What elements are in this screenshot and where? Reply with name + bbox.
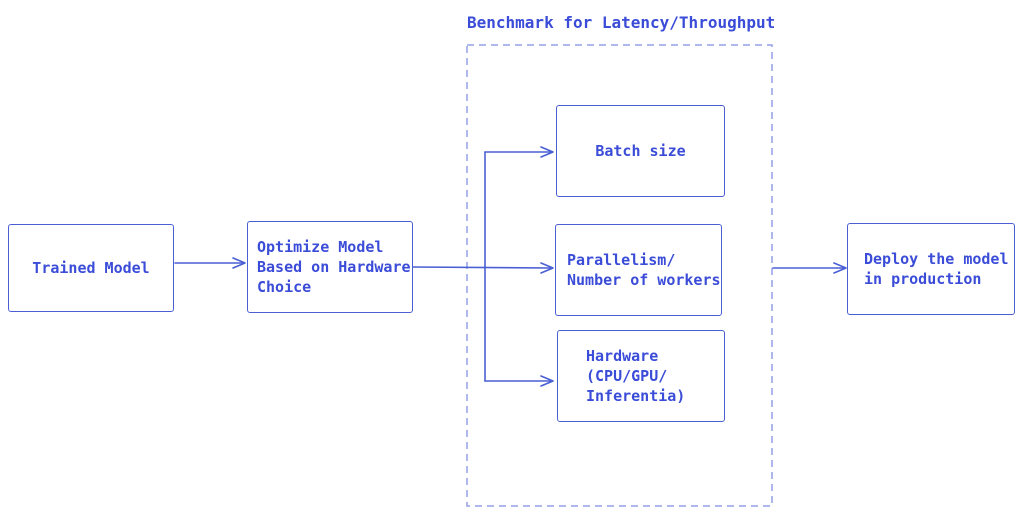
node-optimize-model-label: Optimize Model Based on Hardware Choice: [257, 238, 411, 296]
node-deploy-label: Deploy the model in production: [864, 250, 1009, 288]
arrow-benchmark-to-deploy: [772, 262, 847, 274]
node-parallelism: Parallelism/ Number of workers: [555, 224, 722, 316]
node-batch-size-label: Batch size: [595, 142, 686, 160]
node-parallelism-label: Parallelism/ Number of workers: [567, 251, 721, 289]
node-optimize-model: Optimize Model Based on Hardware Choice: [247, 221, 413, 313]
benchmark-group-border: [466, 44, 773, 507]
node-trained-model: Trained Model: [8, 224, 174, 312]
node-hardware: Hardware (CPU/GPU/ Inferentia): [557, 330, 725, 422]
arrow-trained-to-optimize: [174, 257, 246, 269]
node-deploy: Deploy the model in production: [847, 223, 1015, 315]
node-trained-model-label: Trained Model: [32, 259, 150, 277]
arrow-branch-to-batch-size: [484, 146, 554, 158]
benchmark-group-title: Benchmark for Latency/Throughput: [467, 13, 776, 32]
node-hardware-label: Hardware (CPU/GPU/ Inferentia): [586, 347, 686, 405]
arrow-branch-to-hardware: [484, 375, 554, 387]
node-batch-size: Batch size: [556, 105, 725, 197]
arrow-optimize-to-parallelism: [412, 262, 554, 274]
